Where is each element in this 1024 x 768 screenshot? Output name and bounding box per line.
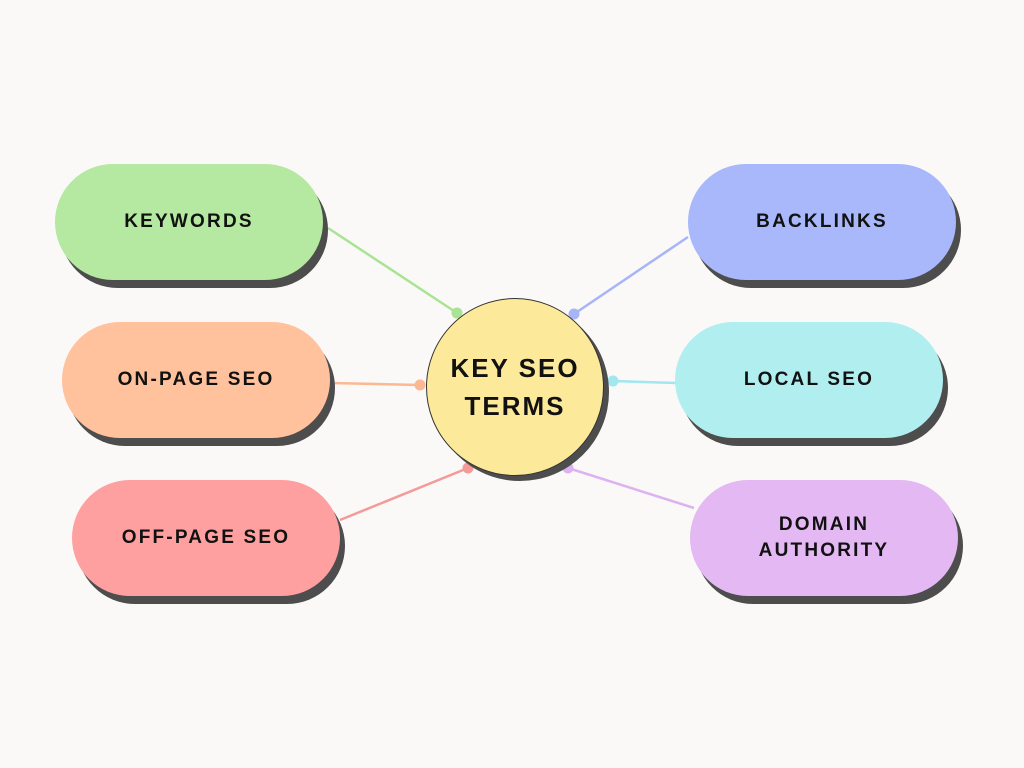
node-label-local-seo: LOCAL SEO <box>743 369 875 390</box>
connector-dot-backlinks <box>568 308 580 320</box>
central-topic-line2: TERMS <box>464 391 566 421</box>
connector-dot-local-seo <box>607 375 619 387</box>
node-backlinks[interactable]: BACKLINKS <box>688 164 956 280</box>
node-label-on-page-seo: ON-PAGE SEO <box>117 369 275 390</box>
connector-dot-on-page-seo <box>414 379 426 391</box>
node-label-domain-authority-line2: AUTHORITY <box>758 540 890 561</box>
node-label-domain-authority-line1: DOMAIN <box>778 514 870 535</box>
connector-domain-authority <box>567 466 695 510</box>
node-domain-authority[interactable]: DOMAIN AUTHORITY <box>690 480 958 596</box>
node-on-page-seo[interactable]: ON-PAGE SEO <box>62 322 330 438</box>
node-label-backlinks: BACKLINKS <box>756 211 888 232</box>
connector-dot-off-page-seo <box>462 462 474 474</box>
node-label-keywords: KEYWORDS <box>124 211 254 232</box>
connector-dot-domain-authority <box>562 462 574 474</box>
connector-off-page-seo <box>339 466 469 522</box>
node-keywords[interactable]: KEYWORDS <box>55 164 323 280</box>
connector-keywords <box>327 226 458 315</box>
node-off-page-seo[interactable]: OFF-PAGE SEO <box>72 480 340 596</box>
connector-backlinks <box>573 235 689 316</box>
central-topic-line1: KEY SEO <box>450 353 580 383</box>
central-topic-circle[interactable]: KEY SEO TERMS <box>426 298 604 476</box>
node-label-off-page-seo: OFF-PAGE SEO <box>121 527 291 548</box>
connector-on-page-seo <box>329 381 421 387</box>
connector-local-seo <box>612 379 677 385</box>
node-local-seo[interactable]: LOCAL SEO <box>675 322 943 438</box>
